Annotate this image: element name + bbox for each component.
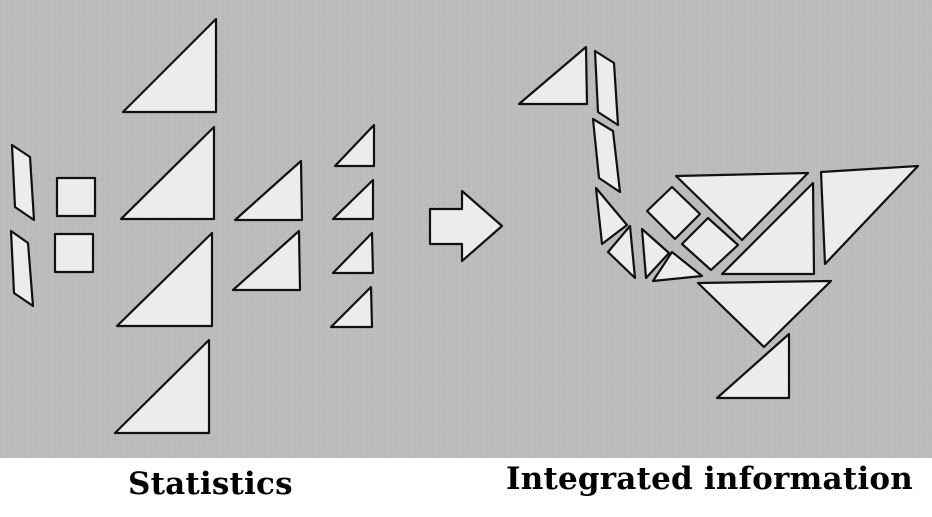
tangram-swan	[517, 45, 920, 400]
swan-body-large-triangle	[674, 171, 810, 242]
small-triangle-piece	[331, 178, 375, 221]
right-arrow-icon	[428, 189, 504, 263]
swan-neck-parallelogram	[591, 117, 622, 194]
square-piece	[53, 232, 95, 274]
parallelogram-piece	[10, 143, 36, 222]
swan-tail-triangle	[819, 164, 920, 266]
small-triangle-piece	[333, 123, 376, 168]
large-triangle-piece	[115, 231, 214, 328]
statistics-caption: Statistics	[128, 466, 293, 502]
swan-small-triangle	[640, 227, 671, 280]
statistics-pieces	[9, 17, 376, 435]
swan-square	[680, 216, 740, 272]
medium-triangle-piece	[233, 159, 304, 222]
swan-lower-triangle	[696, 279, 833, 349]
integrated-information-caption: Integrated information	[506, 461, 913, 497]
small-triangle-piece	[331, 231, 375, 275]
small-triangle-piece	[329, 285, 374, 329]
swan-square	[645, 185, 702, 241]
swan-foot-triangle	[715, 332, 791, 400]
large-triangle-piece	[119, 125, 216, 221]
swan-head-triangle	[517, 45, 589, 106]
swan-neck-parallelogram	[593, 49, 620, 127]
swan-small-triangle	[606, 224, 637, 280]
large-triangle-piece	[121, 17, 218, 114]
medium-triangle-piece	[231, 229, 302, 292]
swan-body-large-triangle	[720, 181, 816, 276]
swan-small-triangle	[594, 186, 629, 246]
swan-small-triangle	[651, 250, 704, 283]
parallelogram-piece	[9, 229, 35, 308]
large-triangle-piece	[113, 338, 211, 435]
square-piece	[55, 176, 97, 218]
caption-strip	[0, 458, 932, 517]
